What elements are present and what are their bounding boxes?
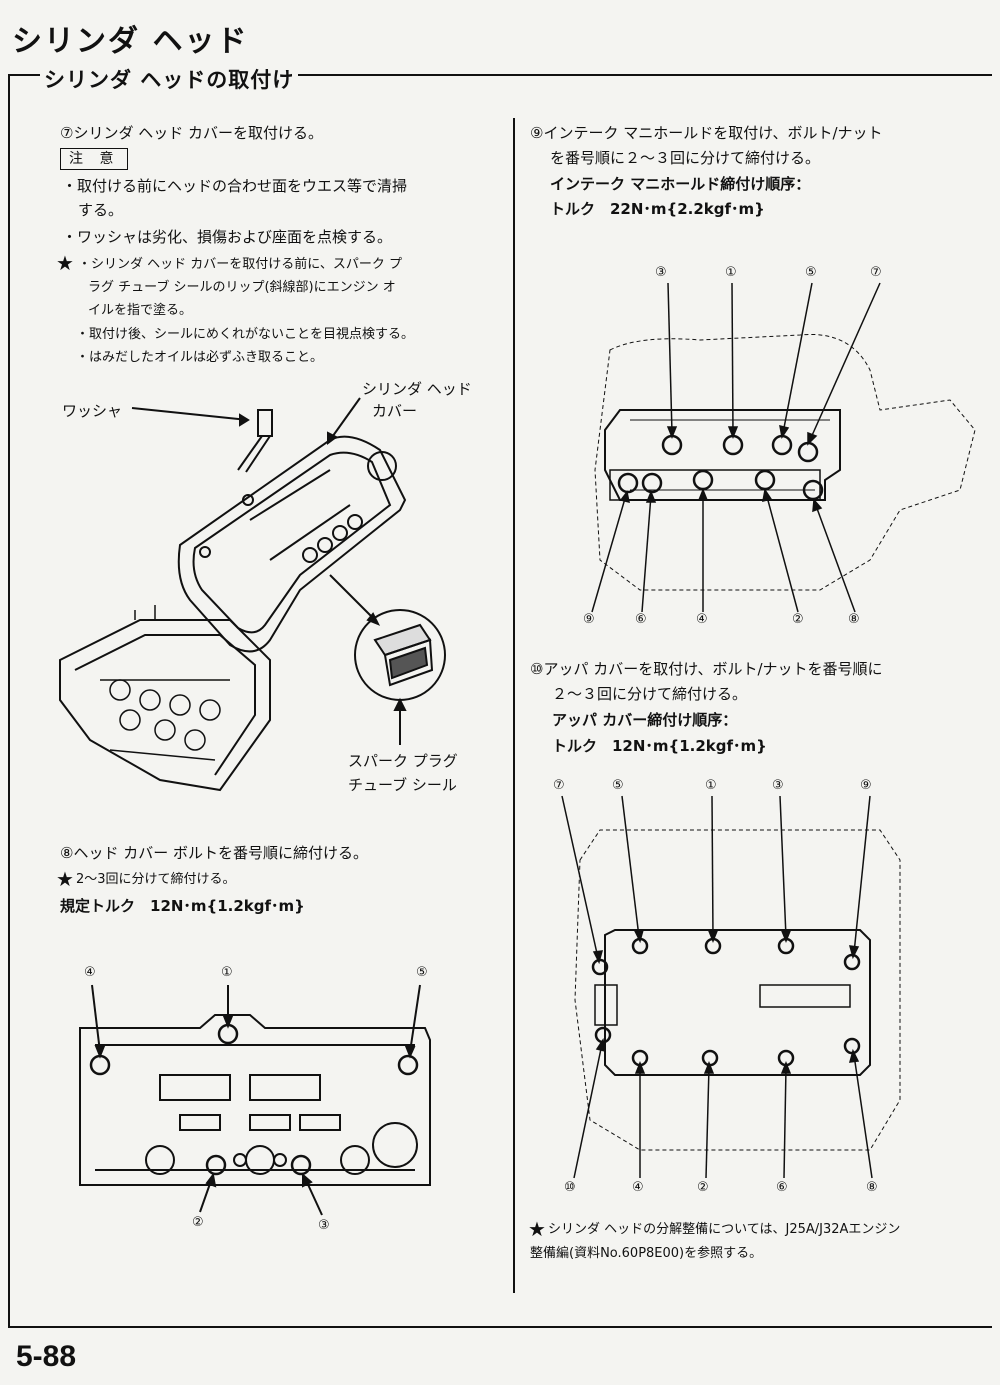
note-bullet-4: ・取付け後、シールにめくれがないことを目視点検する。 [76, 327, 415, 342]
fig1-cover-label-a: シリンダ ヘッド [362, 380, 472, 398]
head-cover-bolt-order-diagram [79, 984, 431, 1216]
cylinder-head-cover-diagram [59, 397, 446, 792]
footnote-line-2: 整備編(資料No.60P8E00)を参照する。 [530, 1246, 763, 1261]
fig3-label-7: ⑦ [870, 265, 882, 280]
fig3-label-5: ⑤ [805, 265, 817, 280]
note-bullet-3b: ラグ チューブ シールのリップ(斜線部)にエンジン オ [88, 280, 396, 295]
fig4-label-6: ⑥ [776, 1180, 788, 1195]
note-bullet-3c: イルを指で塗る。 [88, 303, 193, 318]
intake-manifold-bolt-order-diagram [591, 282, 976, 613]
step8-text: ⑧ヘッド カバー ボルトを番号順に締付ける。 [60, 844, 368, 862]
fig3-label-4: ④ [696, 612, 708, 627]
note-bullet-1b: する。 [78, 201, 124, 219]
torque-8: 規定トルク 12N･m{1.2kgf･m} [60, 897, 305, 915]
fig1-seal-label-b: チューブ シール [348, 776, 457, 794]
footnote-star: ★ [528, 1217, 546, 1241]
page-number: 5-88 [16, 1340, 77, 1373]
fig2-label-1: ① [221, 965, 233, 980]
note-bullet-5: ・はみだしたオイルは必ずふき取ること。 [76, 350, 324, 365]
column-divider [513, 118, 515, 1293]
fig4-label-1: ① [705, 778, 717, 793]
fig1-seal-label-a: スパーク プラグ [348, 752, 458, 770]
step10-text-a: ⑩アッパ カバーを取付け、ボルト/ナットを番号順に [530, 660, 883, 678]
step9-text-b: を番号順に２～３回に分けて締付ける。 [550, 149, 821, 167]
fig2-label-3: ③ [318, 1218, 330, 1233]
fig3-label-2: ② [792, 612, 804, 627]
step10-torque: トルク 12N･m{1.2kgf･m} [552, 737, 767, 755]
section-title: シリンダ ヘッドの取付け [40, 64, 299, 94]
fig3-label-6: ⑥ [635, 612, 647, 627]
upper-cover-bolt-order-diagram [561, 795, 901, 1179]
note-label: 注 意 [60, 148, 129, 170]
fig4-label-2: ② [697, 1180, 709, 1195]
fig2-label-4: ④ [84, 965, 96, 980]
fig4-label-5: ⑤ [612, 778, 624, 793]
fig2-label-5: ⑤ [416, 965, 428, 980]
step10-text-b: ２～３回に分けて締付ける。 [552, 685, 748, 703]
step9-sequence-title: インテーク マニホールド締付け順序： [550, 175, 811, 193]
step8-note: 2～3回に分けて締付ける。 [76, 872, 236, 887]
step7-text: ⑦シリンダ ヘッド カバーを取付ける。 [60, 124, 323, 142]
fig3-label-1: ① [725, 265, 737, 280]
section-frame [8, 74, 992, 1328]
fig4-label-10: ⑩ [564, 1180, 576, 1195]
step9-text-a: ⑨インテーク マニホールドを取付け、ボルト/ナット [530, 124, 883, 142]
star-mark: ★ [56, 251, 74, 275]
fig2-label-2: ② [192, 1215, 204, 1230]
footnote-line-1: シリンダ ヘッドの分解整備については、J25A/J32Aエンジン [548, 1222, 901, 1237]
fig1-cover-label-b: カバー [372, 402, 418, 420]
star-mark-2: ★ [56, 867, 74, 891]
note-bullet-1a: ・取付ける前にヘッドの合わせ面をウエス等で清掃 [62, 177, 408, 195]
fig4-label-7: ⑦ [553, 778, 565, 793]
note-bullet-2: ・ワッシャは劣化、損傷および座面を点検する。 [62, 228, 393, 246]
note-bullet-3a: ・シリンダ ヘッド カバーを取付ける前に、スパーク プ [78, 257, 403, 272]
fig4-label-8: ⑧ [866, 1180, 878, 1195]
step9-torque: トルク 22N･m{2.2kgf･m} [550, 200, 765, 218]
page-title: シリンダ ヘッド [12, 24, 249, 59]
fig4-label-4: ④ [632, 1180, 644, 1195]
fig1-washer-label: ワッシャ [62, 402, 123, 420]
fig3-label-3: ③ [655, 265, 667, 280]
step10-sequence-title: アッパ カバー締付け順序： [552, 711, 738, 729]
fig4-label-9: ⑨ [860, 778, 872, 793]
fig4-label-3: ③ [772, 778, 784, 793]
fig3-label-9: ⑨ [583, 612, 595, 627]
fig3-label-8: ⑧ [848, 612, 860, 627]
